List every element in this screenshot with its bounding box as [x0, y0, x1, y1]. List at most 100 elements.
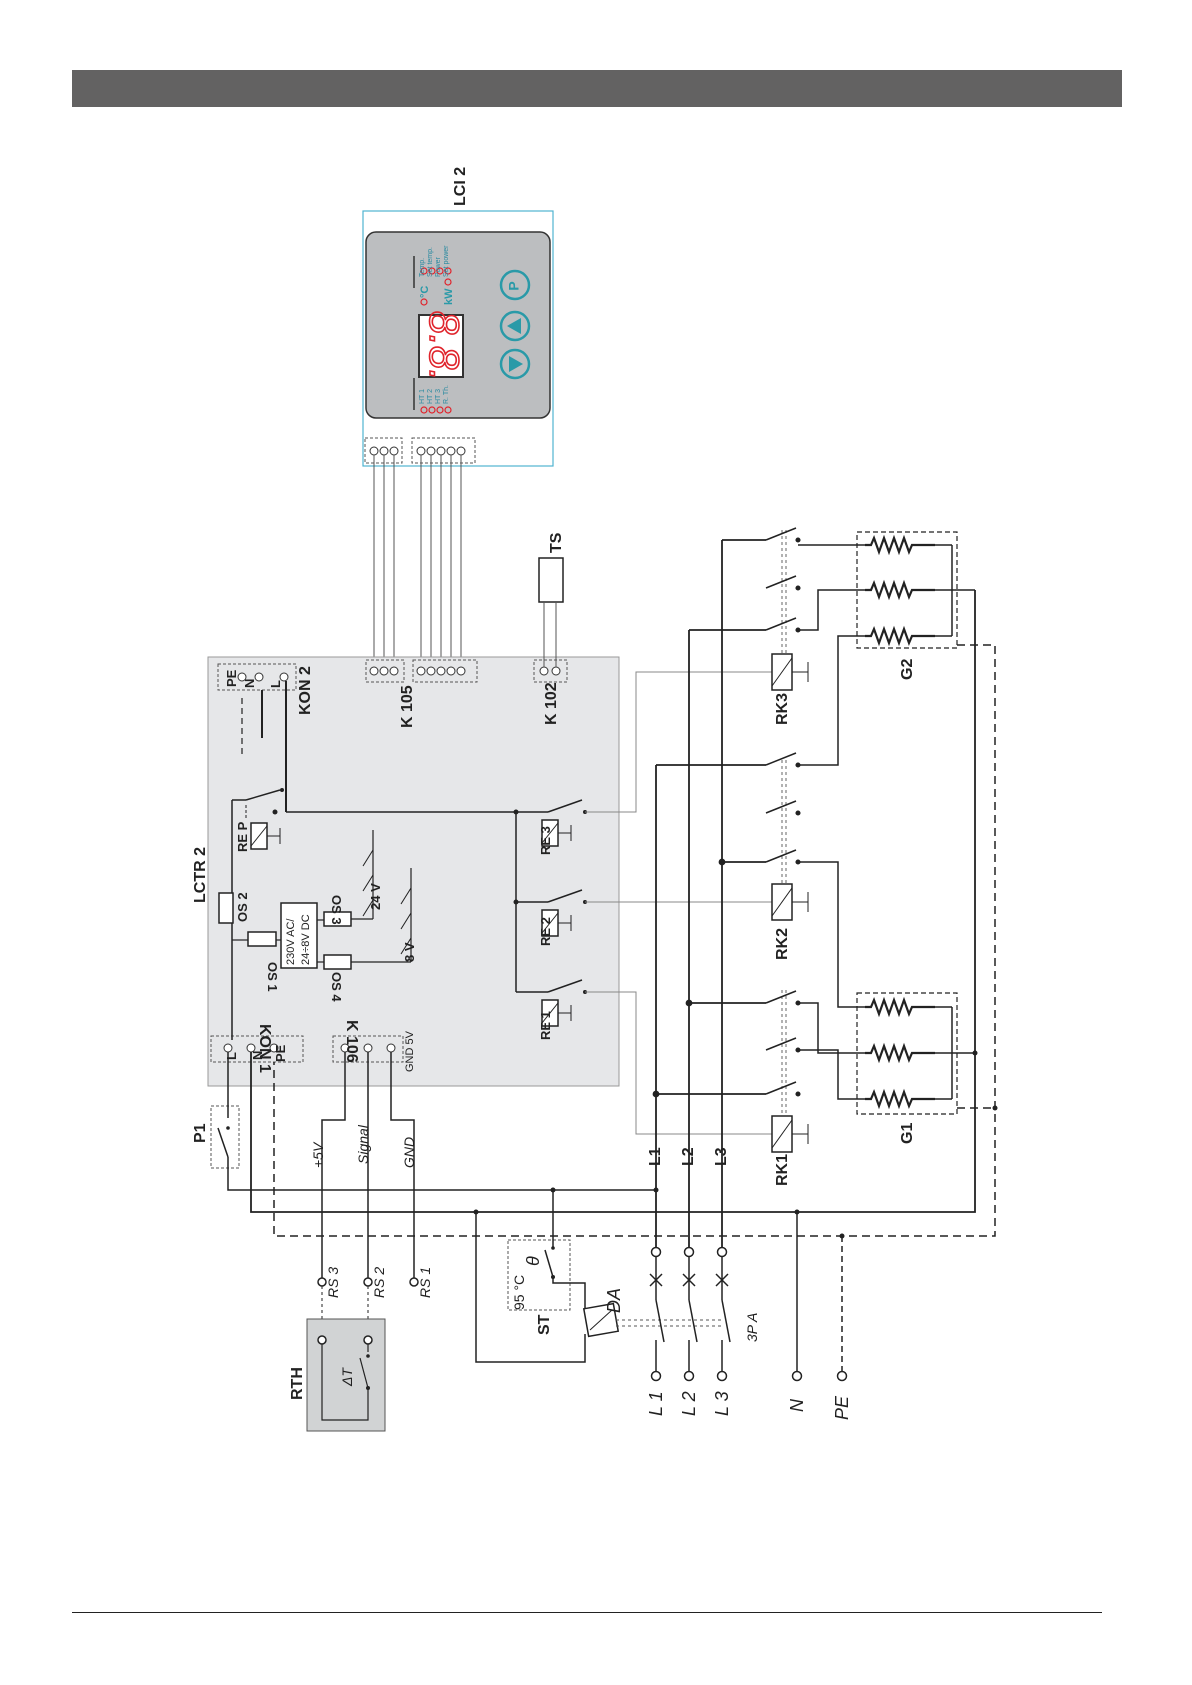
g2-label: G2 [899, 659, 916, 680]
rs1-label: RS 1 [417, 1267, 433, 1298]
l2-label: L2 [680, 1147, 697, 1166]
ts-sensor: TS [538, 532, 565, 667]
arrow-up-icon [507, 318, 521, 334]
kon2-connector [217, 663, 297, 691]
re2-label: RE 2 [538, 917, 553, 946]
re1-label: RE 1 [538, 1011, 553, 1040]
kon2-pin-n: N [242, 679, 257, 688]
seven-segment-display [418, 314, 464, 378]
indicator-temp: Temp. [419, 258, 426, 277]
indicator-set-power: Set power [443, 245, 450, 277]
da-label: DA [604, 1288, 624, 1313]
k106-wires: +5V Signal GND RS 3 RS 2 RS 1 [310, 1052, 433, 1332]
heater-group-g1: G1 [798, 861, 978, 1144]
os4-label: OS 4 [329, 972, 344, 1002]
p1-switch: P1 [192, 1052, 800, 1215]
ts-label: TS [548, 532, 565, 553]
st-thermostat: θ 95 °C ST DA [475, 1190, 722, 1363]
neutral-pe-lines [273, 590, 998, 1237]
rth-label: RTH [289, 1367, 306, 1400]
indicator-ht2: HT 2 [427, 389, 434, 404]
v24-label: 24 V [368, 883, 383, 910]
rk2-label: RK2 [774, 928, 791, 960]
panel-cables [373, 455, 462, 663]
rs2-label: RS 2 [371, 1267, 387, 1298]
lci-panel: 8.8. Temp. Set temp. Power Set power °C … [362, 167, 554, 467]
indicator-rth: R. Th. [443, 385, 450, 404]
kon2-label: KON 2 [297, 666, 314, 715]
button-p-label: P [506, 281, 522, 290]
plus5v-label: +5V [310, 1141, 326, 1168]
psu-line1: 230V AC/ [285, 918, 297, 965]
l1-label: L1 [647, 1147, 664, 1166]
psu-block [280, 902, 318, 969]
lctr-label: LCTR 2 [192, 847, 209, 903]
gnd5v-label: GND 5V [404, 1030, 416, 1072]
input-pe-label: PE [832, 1395, 852, 1420]
rep-label: RE P [235, 821, 250, 852]
lci-label: LCI 2 [452, 167, 469, 206]
input-n-label: N [787, 1398, 807, 1412]
heater-group-g2: G2 [798, 531, 975, 766]
arrow-down-icon [509, 356, 523, 372]
rk1-label: RK1 [774, 1154, 791, 1186]
lci-outline [362, 210, 554, 467]
input-l3-label: L 3 [712, 1391, 732, 1416]
phase-lines [652, 539, 766, 1248]
l3-label: L3 [713, 1147, 730, 1166]
lci-connector-b [411, 437, 476, 464]
os2-fuse [218, 892, 234, 924]
gnd-label: GND [401, 1137, 417, 1168]
os1-fuse [247, 931, 277, 947]
rs3-label: RS 3 [325, 1267, 341, 1298]
header-bar [72, 70, 1122, 107]
button-up[interactable] [499, 310, 531, 342]
relay-coil-wires [585, 671, 772, 1135]
kon1-label: KON 1 [256, 1024, 273, 1073]
unit-kw: kW [443, 288, 455, 305]
k102-label: K 102 [543, 682, 560, 725]
rk-coils: RK3 RK2 RK1 [771, 530, 809, 1186]
st-temp-label: 95 °C [511, 1275, 527, 1310]
indicator-power: Power [435, 256, 442, 277]
psu-line2: 24÷8V DC [300, 914, 312, 965]
indicator-ht3: HT 3 [435, 389, 442, 404]
display-value: 8.8. [421, 311, 468, 381]
k102-connector [533, 659, 568, 683]
p1-label: P1 [192, 1123, 209, 1143]
os2-label: OS 2 [235, 892, 250, 922]
re3-label: RE 3 [538, 826, 553, 855]
kon1-pin-l: L [224, 1052, 239, 1060]
kon1-pin-n: N [250, 1051, 265, 1060]
kon1-connector [210, 1035, 304, 1063]
contactor-switches [765, 527, 801, 1097]
lctr-board: LCTR 2 PE N L KON 2 K 105 K 102 L N PE [192, 656, 620, 1087]
os1-label: OS 1 [265, 962, 280, 992]
p3a-label: 3P A [744, 1313, 760, 1342]
right-indicators: Temp. Set temp. Power Set power °C kW [419, 245, 455, 306]
kon2-pin-l: L [268, 680, 283, 688]
signal-label: Signal [355, 1124, 371, 1164]
rk3-label: RK3 [774, 693, 791, 725]
os4-fuse [323, 954, 352, 970]
os3-label: OS 3 [329, 895, 344, 925]
button-p[interactable]: P [499, 269, 531, 301]
g1-label: G1 [899, 1123, 916, 1144]
kon2-pin-pe: PE [224, 669, 239, 687]
footer-line [72, 1612, 1102, 1613]
left-indicators: HT 1 HT 2 HT 3 R. Th. [419, 385, 452, 414]
button-down[interactable] [499, 348, 531, 380]
k106-label: K 106 [343, 1020, 360, 1063]
st-label: ST [536, 1314, 553, 1335]
main-switch: 3P A L 1 L 2 L 3 N PE L1 L2 L3 [646, 1147, 852, 1420]
input-l1-label: L 1 [646, 1391, 666, 1416]
indicator-ht1: HT 1 [419, 389, 426, 404]
k105-connector-b [412, 659, 478, 683]
unit-celsius: °C [419, 286, 431, 298]
v8-label: 8 V [402, 942, 417, 962]
delta-t-label: ΔT [339, 1367, 355, 1387]
indicator-set-temp: Set temp. [427, 247, 434, 277]
input-l2-label: L 2 [679, 1391, 699, 1416]
